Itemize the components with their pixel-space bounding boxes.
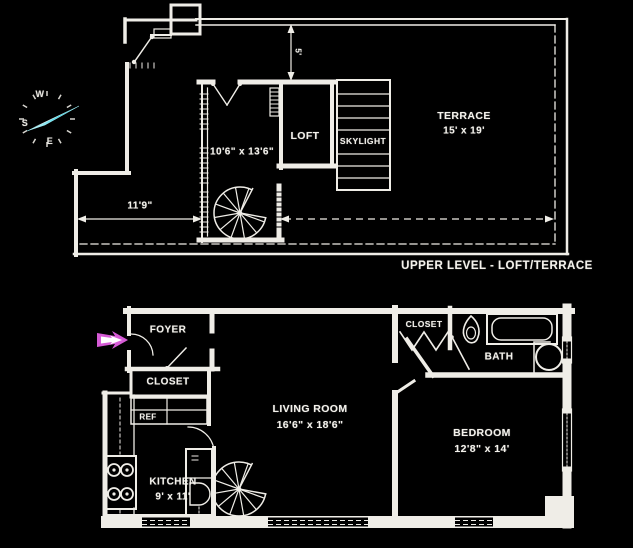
entry-door-swing (130, 333, 154, 356)
bedroom-door-leaf (404, 336, 436, 379)
living-room-label: LIVING ROOM (272, 403, 348, 415)
dim-11ft9-label: 11'9" (127, 200, 153, 212)
dim-5ft-label: 5' (293, 48, 303, 56)
spiral-staircase-icon (211, 461, 268, 517)
bath-label: BATH (484, 351, 514, 363)
foyer-door-leaf (165, 346, 188, 370)
upper-level-caption: UPPER LEVEL - LOFT/TERRACE (401, 260, 593, 272)
loft-door-leaf (226, 83, 241, 106)
living-room-dim-label: 16'6" x 18'6" (276, 419, 344, 431)
kitchen-counter (130, 397, 208, 425)
foyer-label: FOYER (149, 324, 187, 336)
lower-bottom-wall (101, 496, 574, 528)
closet-right-label: CLOSET (405, 319, 443, 329)
chimney-box (169, 3, 202, 36)
kitchen-door-swing (187, 426, 215, 451)
window-hatch (561, 336, 573, 472)
loft-door-leaf (212, 83, 228, 106)
window-hatch (142, 517, 493, 527)
kitchen-label: KITCHEN (149, 476, 197, 488)
compass-south-label: S (21, 118, 29, 128)
loft-block-walls (196, 79, 391, 243)
loft-label: LOFT (290, 130, 320, 142)
closet-bifold-doors (398, 330, 450, 352)
ref-label: REF (139, 412, 157, 422)
window-hatch (199, 93, 209, 233)
loft-room-dim-label: 10'6" x 13'6" (210, 146, 274, 158)
loft-ladder-icon (269, 87, 280, 117)
sink-basin-icon (189, 482, 211, 506)
lower-plan-walls (101, 303, 575, 529)
spiral-staircase-icon (213, 186, 268, 240)
skylight-icon (336, 79, 391, 191)
upper-plan-walls (72, 3, 570, 257)
dimension-lines (77, 24, 554, 223)
terrace-label: TERRACE (437, 110, 491, 122)
toilet-icon (462, 314, 480, 344)
terrace-dim-label: 15' x 19' (443, 125, 485, 137)
bedroom-dim-label: 12'8" x 14' (454, 443, 510, 455)
closet-left-label: CLOSET (146, 376, 190, 388)
entry-arrow-icon (97, 331, 128, 349)
roof-door-leaf (133, 36, 153, 63)
bathtub-icon (486, 313, 558, 345)
kitchen-dim-label: 9' x 11' (155, 491, 191, 503)
skylight-label: SKYLIGHT (339, 136, 387, 146)
compass-west-label: W (35, 89, 45, 99)
bath-door-leaf (450, 335, 471, 371)
compass-icon (19, 91, 80, 147)
bath-sink-icon (533, 341, 563, 373)
stove-icon (103, 455, 137, 510)
compass-east-label: E (46, 136, 54, 146)
bedroom-label: BEDROOM (453, 427, 511, 439)
